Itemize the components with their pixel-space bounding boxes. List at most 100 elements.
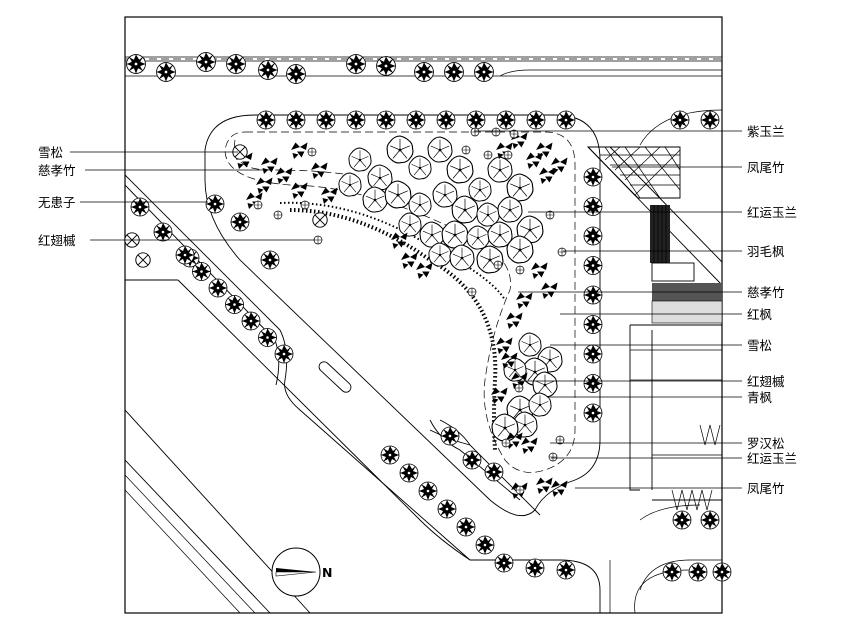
canopy-tree-icon [384,180,412,209]
row-tree-icon [583,344,603,364]
row-tree-icon [583,256,603,275]
specimen-plant-icon [273,210,283,220]
accent-tree-icon [312,212,328,228]
specimen-plant-icon [548,452,558,462]
canopy-tree-icon [468,177,492,202]
canopy-tree-icon [398,212,422,237]
inner-dashed-path [224,131,576,473]
specimen-plant-icon [253,200,263,210]
row-tree-icon [440,426,460,446]
canopy-tree-icon [428,242,452,267]
row-tree-icon [192,262,211,281]
canopy-tree-icon [449,244,475,271]
label-yumaofeng: 羽毛枫 [747,244,785,259]
street-tree-icon [286,64,306,84]
row-tree-icon [525,558,545,578]
building-block [609,109,723,613]
row-tree-icon [175,245,195,265]
canopy-tree-icon [386,135,414,164]
specimen-plant-icon [300,200,310,210]
north-label: N [322,565,332,580]
row-tree-icon [583,374,603,393]
row-tree-icon [583,285,603,305]
shrub-icon [416,262,433,279]
row-tree-icon [286,110,306,130]
row-tree-icon [406,110,426,130]
pergola-truss [586,146,723,324]
row-tree-icon [484,462,504,482]
shrub-icon [261,157,278,174]
row-tree-icon [256,110,276,130]
canopy-tree-icon [362,186,388,213]
street-tree-icon [156,62,176,82]
row-tree-icon [208,278,228,298]
specimen-plant-icon [313,235,323,245]
label-qingfeng: 青枫 [747,390,773,405]
label-hongchijian-right: 红翅槭 [747,374,785,389]
row-tree-icon [376,110,396,130]
north-arrow-icon [271,547,321,597]
specimen-plant-icon [515,265,525,275]
row-tree-icon [462,450,482,470]
row-tree-icon [153,222,173,242]
row-tree-icon [418,481,438,501]
row-tree-icon [583,403,603,423]
row-tree-icon [346,110,366,130]
street-tree-icon [196,52,216,72]
label-xuesong-right: 雪松 [747,338,772,353]
shrub-icon [539,167,556,184]
shrub-icon [321,187,338,204]
canopy-tree-icon [446,155,474,184]
shrub-icon [256,177,273,194]
plaza-outer-boundary [204,114,601,517]
specimen-plant-icon [515,485,525,495]
label-luohansong: 罗汉松 [747,436,785,451]
row-tree-icon [583,167,603,187]
shrub-icon [391,232,408,249]
row-tree-icon [475,535,495,555]
label-wuhuanzi-left: 无患子 [38,195,76,210]
specimen-plant-icon [557,247,567,257]
label-hongfeng: 红枫 [747,307,773,322]
label-cixiaozhu-right: 慈孝竹 [747,285,785,300]
shrub-icon [311,162,328,179]
shrub-icon [496,337,513,354]
row-tree-icon [466,110,486,130]
street-tree-icon [126,54,146,74]
row-tree-icon [662,562,682,582]
row-tree-icon [241,311,261,331]
row-tree-icon [380,445,400,465]
canopy-tree-icon [451,195,479,224]
shrub-icon [291,142,308,159]
row-tree-icon [205,194,225,214]
label-hongchijian-left: 红翅槭 [38,233,76,248]
canopy-tree-icon [506,235,534,264]
shrub-icon [491,387,508,404]
row-tree-icon [225,295,244,314]
row-tree-icon [230,212,250,232]
canopy-tree-icon [497,196,523,223]
street-tree-icon [346,54,366,74]
row-tree-icon [494,553,514,573]
shrub-icon [526,152,543,169]
shrub-icon [521,437,538,454]
canopy-tree-icon [427,136,453,163]
row-tree-icon [583,315,603,334]
specimen-plant-icon [467,287,477,297]
leader-lines [70,130,742,489]
label-hongyunyulan-2: 红运玉兰 [747,451,797,466]
street-tree-icon [414,62,434,82]
row-tree-icon [712,562,732,582]
label-xuesong-left: 雪松 [38,145,63,160]
specimen-plant-icon [503,150,513,160]
label-ziyulan: 紫玉兰 [747,124,785,139]
row-tree-icon [456,517,476,537]
shrub-icon [541,282,558,299]
row-tree-icon [688,562,708,582]
shrub-icon [506,312,523,329]
row-tree-icon [437,499,457,519]
specimen-plant-icon [491,127,501,137]
canopy-tree-icon [466,225,490,250]
row-tree-icon [556,560,576,580]
